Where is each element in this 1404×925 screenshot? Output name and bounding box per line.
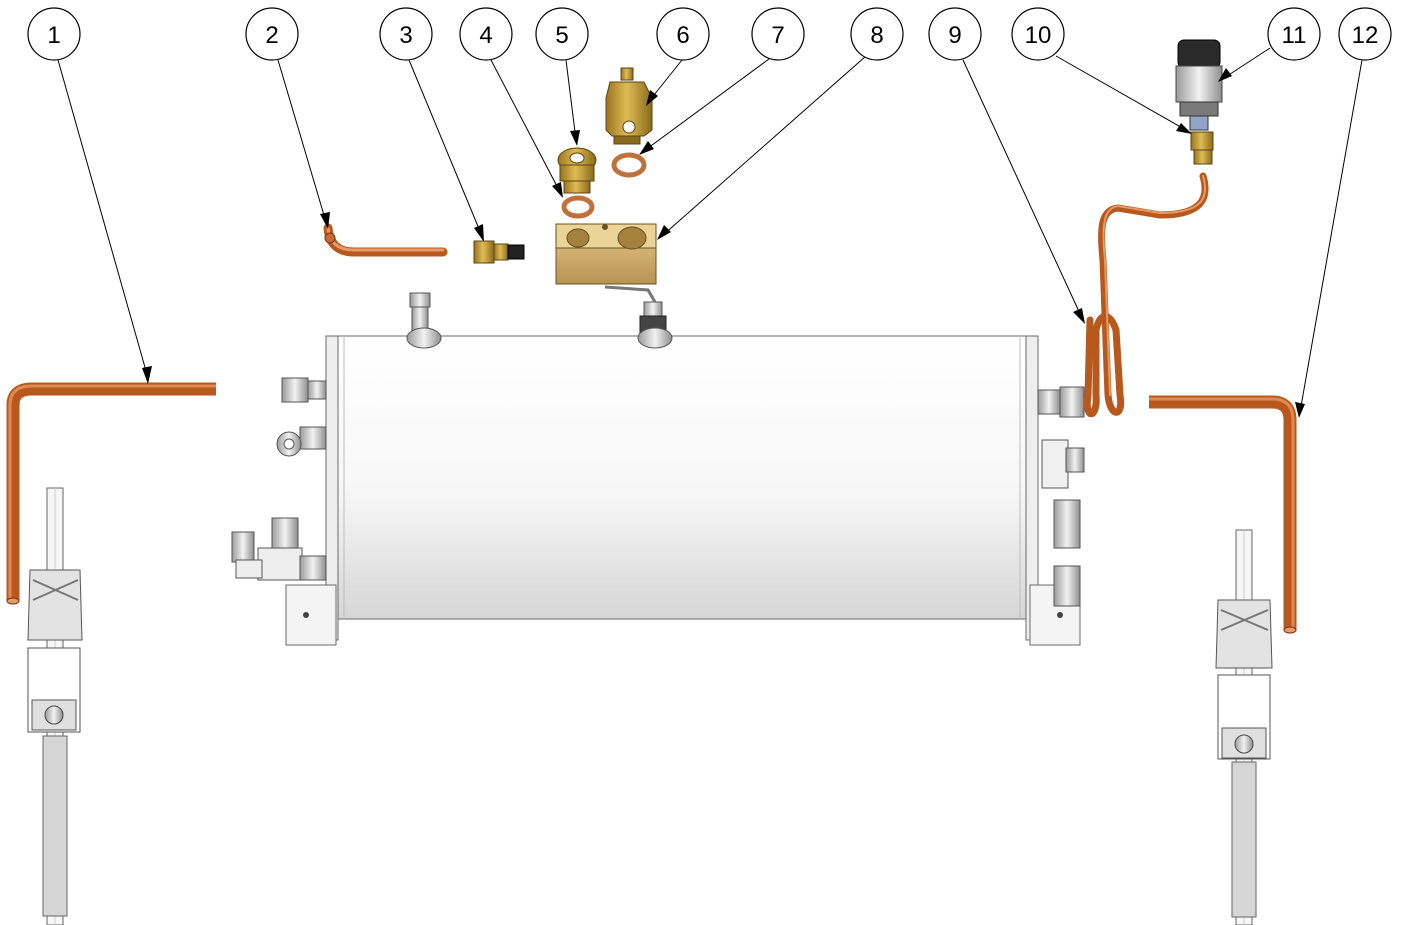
- leader-lines: [57, 47, 1363, 418]
- balloon-9-label: 9: [948, 22, 961, 49]
- part-4-copper-washer: [561, 195, 595, 219]
- part-2-copper-elbow-tube: [323, 223, 448, 257]
- balloon-4: 4: [459, 7, 513, 61]
- tank-right-fittings: [1037, 386, 1085, 607]
- part-1-copper-l-tube: [6, 382, 216, 605]
- balloon-12: 12: [1338, 7, 1392, 61]
- left-valve-rod: [27, 487, 83, 925]
- balloon-11-label: 11: [1282, 22, 1307, 49]
- tank-top-fitting-center: [604, 285, 673, 349]
- balloon-5-label: 5: [555, 22, 568, 49]
- balloon-6: 6: [656, 7, 710, 61]
- part-7-copper-washer: [611, 152, 647, 178]
- balloon-2: 2: [245, 7, 299, 61]
- tank-body: [337, 335, 1027, 620]
- balloon-2-label: 2: [265, 22, 278, 49]
- left-bracket-hole: [303, 612, 309, 618]
- balloon-11: 11: [1267, 7, 1321, 61]
- balloon-3: 3: [379, 7, 433, 61]
- part-6-brass-valve: [605, 67, 653, 145]
- balloon-4-label: 4: [479, 22, 492, 49]
- balloon-1: 1: [27, 7, 81, 61]
- balloon-12-label: 12: [1352, 22, 1379, 49]
- right-bracket-hole: [1057, 612, 1063, 618]
- right-valve-rod: [1215, 529, 1273, 925]
- balloon-10-label: 10: [1025, 22, 1052, 49]
- tank-assembly: [231, 285, 1085, 646]
- left-mounting-bracket: [285, 584, 337, 646]
- tank-left-fittings: [231, 377, 327, 581]
- balloon-5: 5: [535, 7, 589, 61]
- part-12-copper-l-tube: [1149, 395, 1297, 634]
- balloon-7-label: 7: [771, 22, 784, 49]
- balloon-3-label: 3: [399, 22, 412, 49]
- part-3-brass-connector: [473, 240, 525, 264]
- balloon-8: 8: [850, 7, 904, 61]
- balloon-9: 9: [928, 7, 982, 61]
- tank-top-fitting-left: [406, 292, 442, 349]
- part-5-brass-fitting: [557, 147, 597, 194]
- part-11-pressure-sensor: [1175, 39, 1223, 131]
- balloon-6-label: 6: [676, 22, 689, 49]
- balloon-1-label: 1: [47, 22, 60, 49]
- part-8-brass-block: [555, 223, 657, 285]
- part-10-brass-nut: [1190, 131, 1214, 165]
- balloon-10: 10: [1011, 7, 1065, 61]
- balloon-7: 7: [751, 7, 805, 61]
- balloon-8-label: 8: [870, 22, 883, 49]
- part-9-coiled-copper-tube: [1083, 172, 1209, 418]
